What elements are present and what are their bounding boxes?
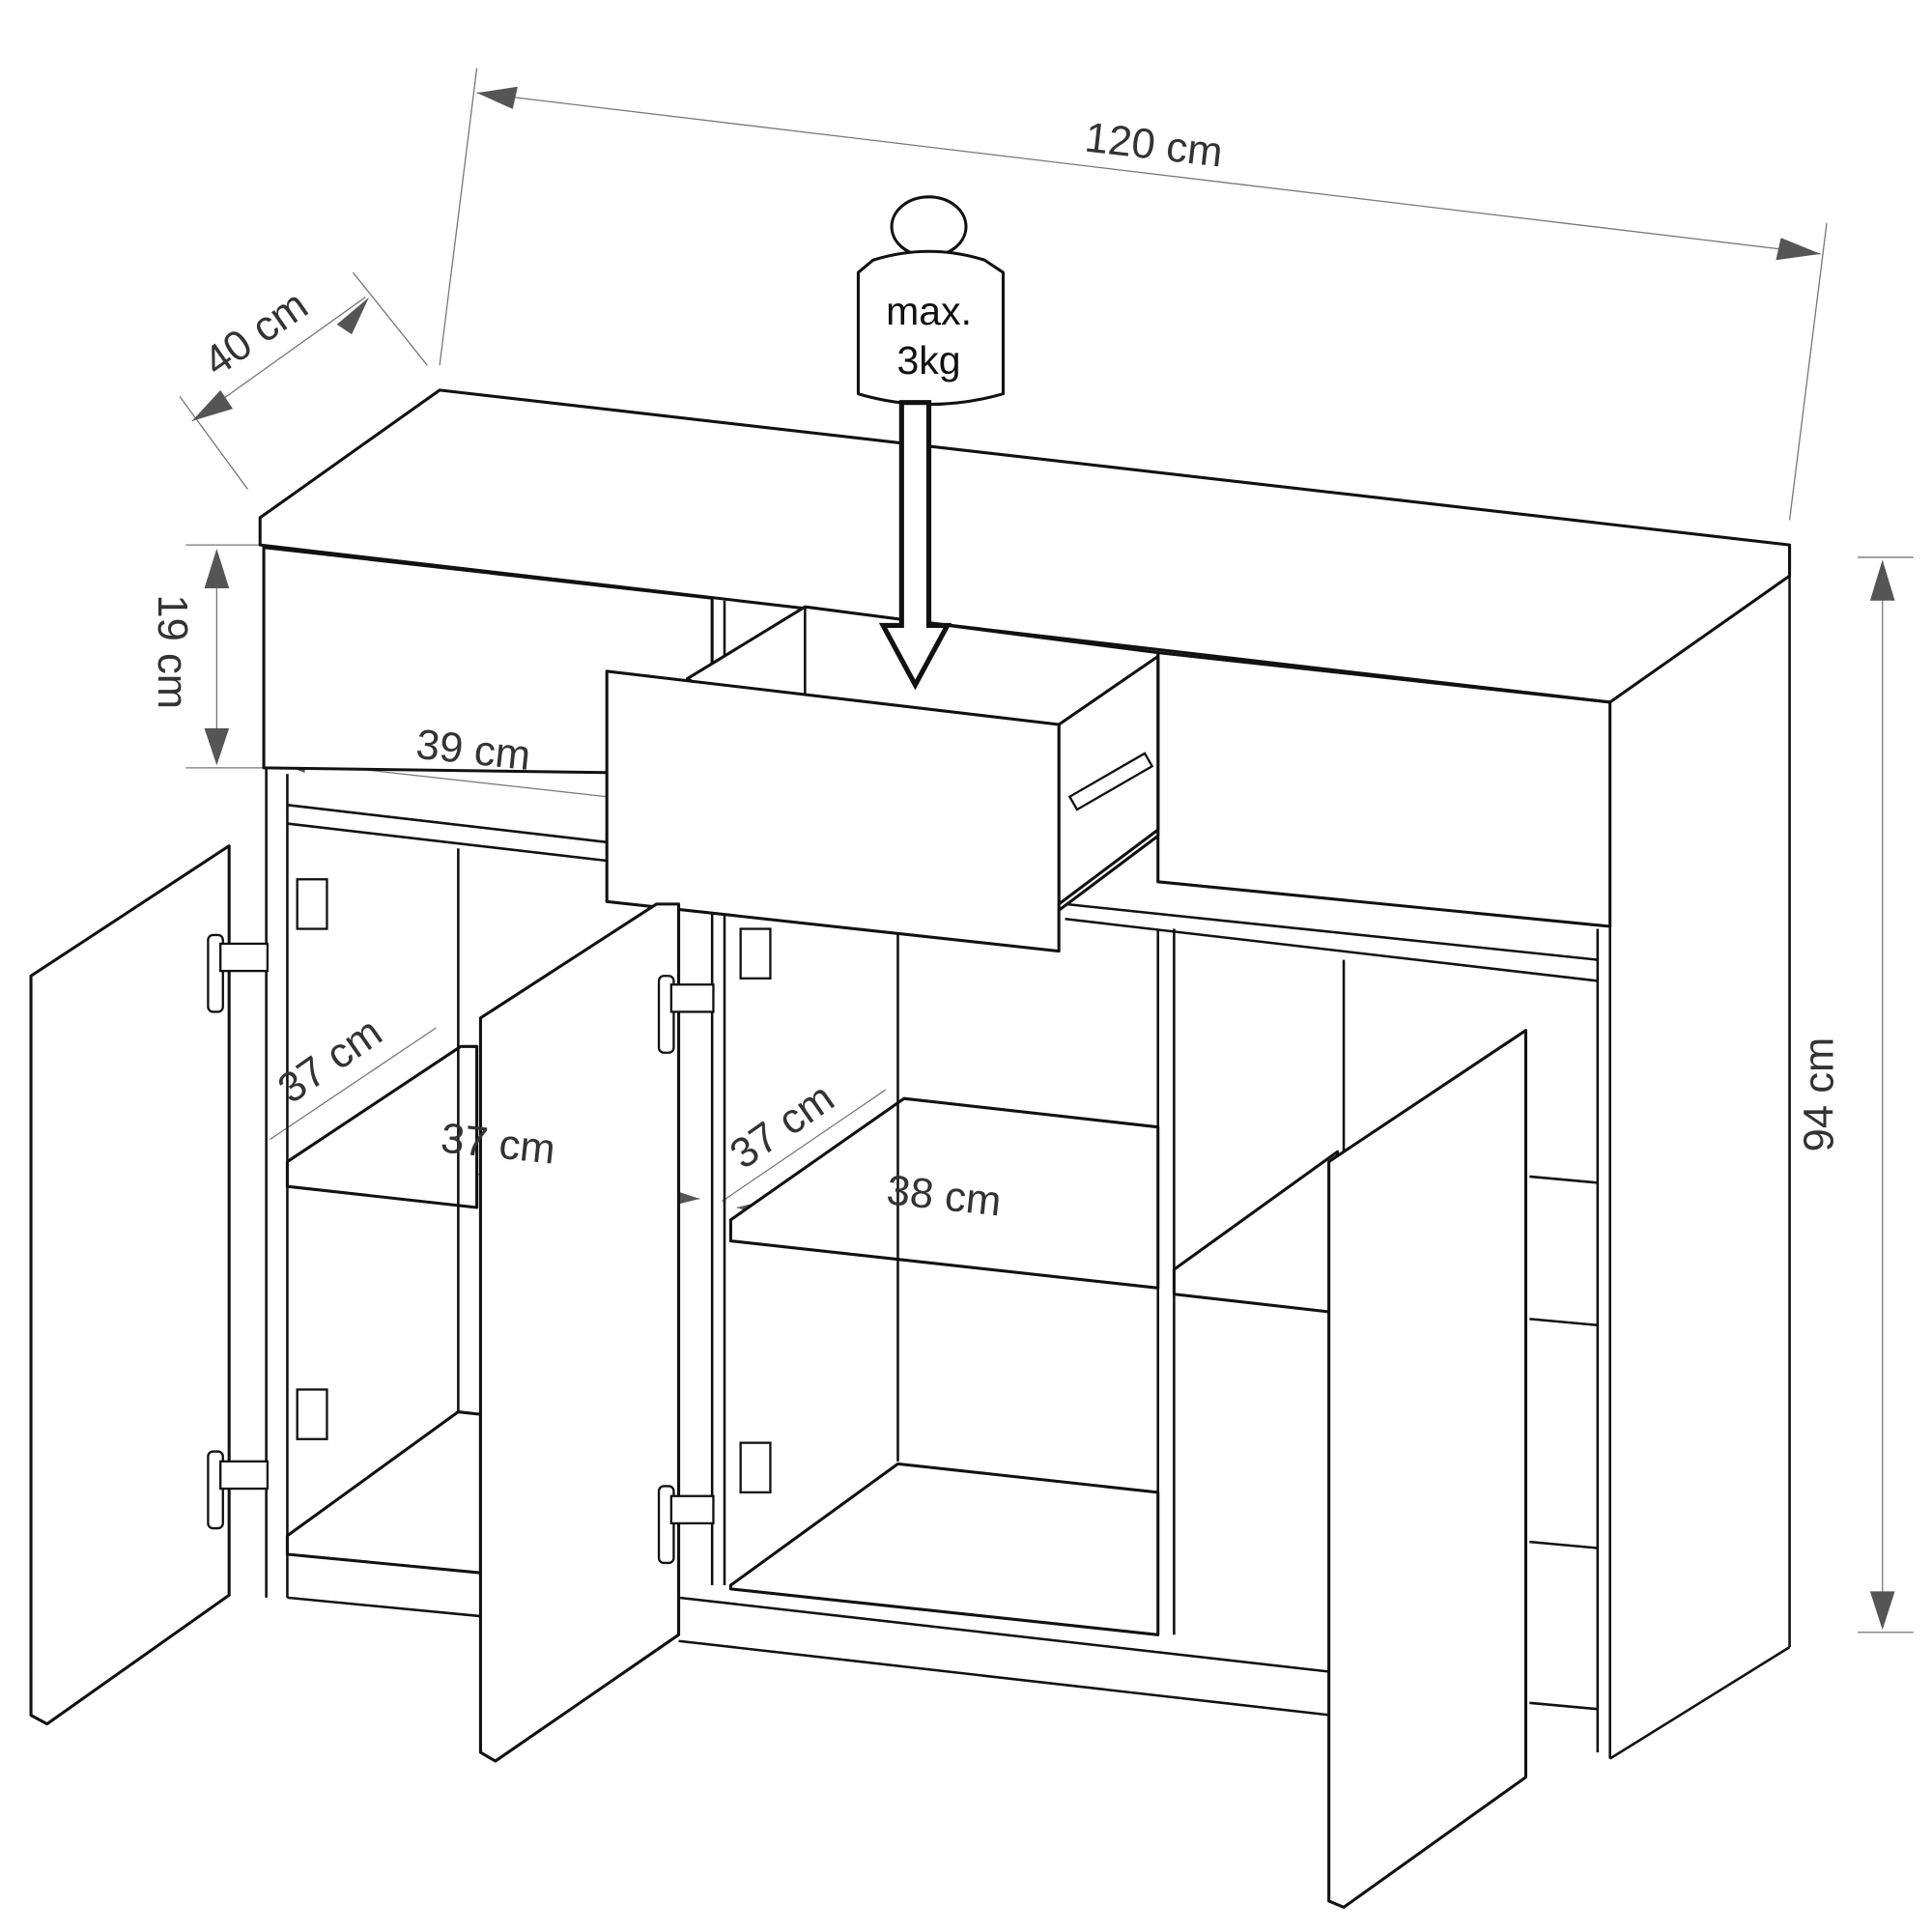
middle-door <box>478 902 681 1763</box>
right-door <box>1327 1029 1528 1909</box>
left-door <box>29 844 231 1726</box>
hinges <box>207 878 772 1565</box>
depth-label: 40 cm <box>196 282 317 385</box>
drawer-height-label: 19 cm <box>149 594 195 709</box>
load-arrow <box>878 400 952 691</box>
height-label: 94 cm <box>1796 1037 1842 1152</box>
weight-label-max: max. <box>886 289 972 333</box>
weight-icon: max. 3kg <box>856 195 1006 407</box>
open-drawer <box>605 605 1160 953</box>
doors[interactable] <box>29 844 1528 1909</box>
width-label: 120 cm <box>1083 115 1225 177</box>
cabinet-body <box>258 388 1792 1760</box>
weight-label-value: 3kg <box>896 338 960 383</box>
